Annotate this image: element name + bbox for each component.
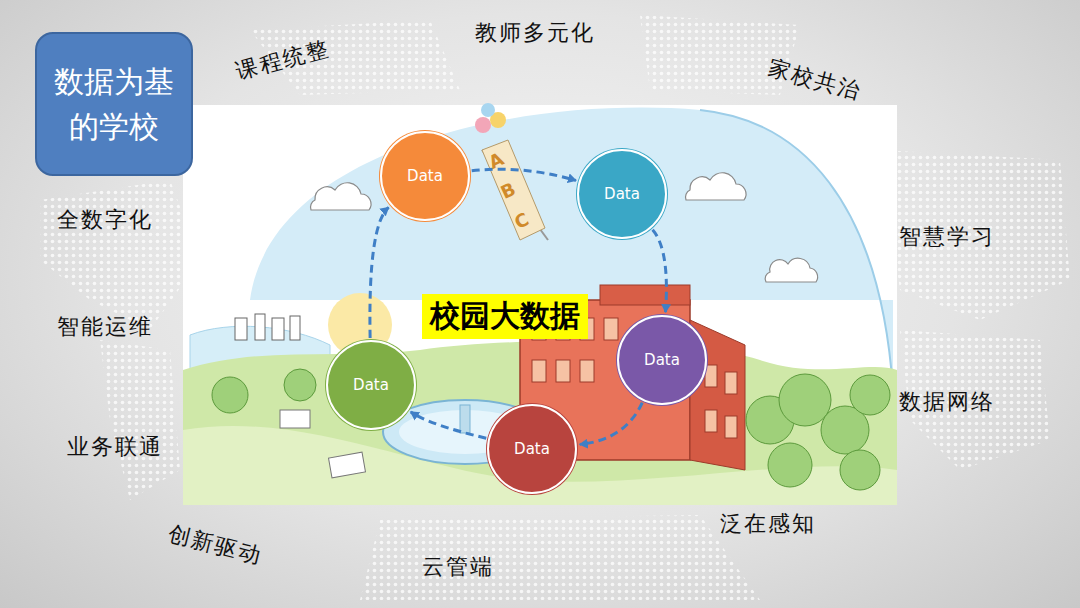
data-circle: Data (380, 131, 470, 221)
campus-illustration (183, 103, 897, 505)
tag-text: 校园大数据 (430, 296, 580, 337)
keyword-label: 智慧学习 (899, 222, 995, 252)
keyword-label: 数据网络 (899, 387, 995, 417)
circle-text: Data (514, 440, 550, 458)
highlight-tag: 校园大数据 (422, 294, 588, 339)
keyword-label: 教师多元化 (475, 18, 595, 48)
data-circle: Data (487, 404, 577, 494)
circle-text: Data (644, 351, 680, 369)
keyword-label: 创新驱动 (165, 519, 265, 571)
dashed-arrow (472, 169, 576, 180)
circle-text: Data (604, 185, 640, 203)
dashed-arrow (411, 412, 487, 438)
banner-letter: A (485, 148, 507, 173)
keyword-label: 泛在感知 (720, 509, 816, 539)
keyword-label: 全数字化 (57, 205, 153, 235)
banner-letter: C (512, 208, 533, 233)
dashed-arrow (580, 403, 642, 445)
circle-text: Data (407, 167, 443, 185)
dashed-arrow (653, 230, 667, 312)
title-box: 数据为基的学校 (35, 32, 193, 176)
data-circle: Data (326, 340, 416, 430)
title-text: 数据为基的学校 (53, 59, 175, 149)
abc-banner (475, 103, 548, 240)
data-circle: Data (617, 315, 707, 405)
circle-text: Data (353, 376, 389, 394)
dashed-arrow (370, 207, 389, 338)
keyword-label: 课程统整 (233, 33, 333, 87)
data-circle: Data (577, 149, 667, 239)
keyword-label: 业务联通 (67, 432, 163, 462)
keyword-label: 云管端 (422, 552, 494, 582)
keyword-label: 家校共治 (765, 53, 865, 107)
world-map-dots (40, 15, 1070, 600)
keyword-label: 智能运维 (57, 312, 153, 342)
banner-letter: B (497, 178, 518, 203)
